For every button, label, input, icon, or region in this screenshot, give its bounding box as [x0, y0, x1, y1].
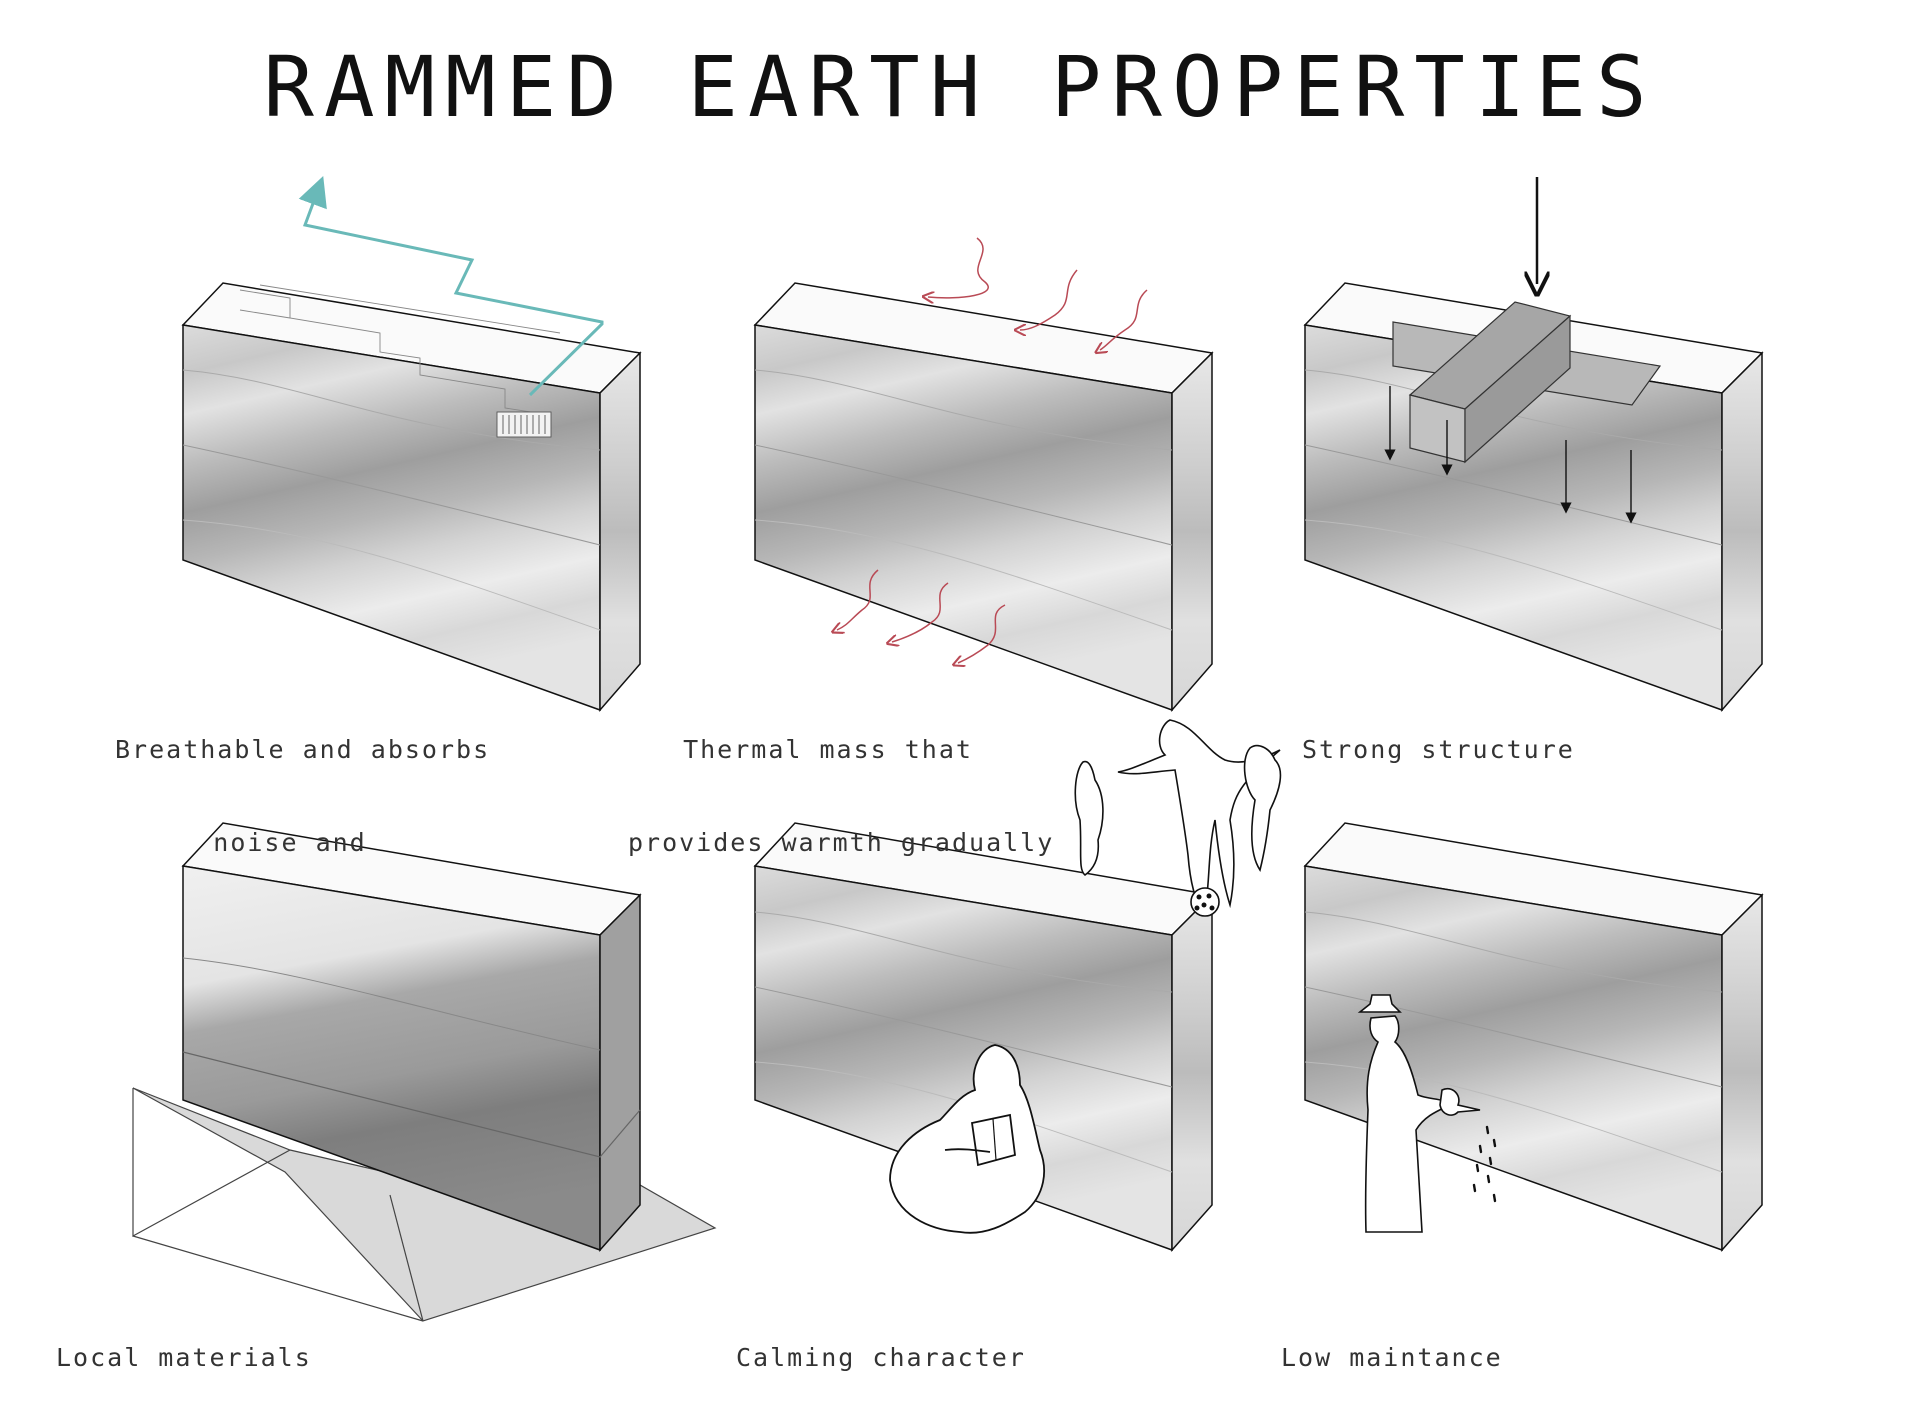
caption-thermal-mass: Thermal mass that provides warmth gradua… — [628, 672, 1028, 889]
panel-strong-structure — [1305, 177, 1762, 710]
caption-low-maintance: Low maintance — [1281, 1280, 1503, 1404]
panel-breathable — [183, 190, 640, 710]
panel-thermal-mass — [755, 238, 1212, 710]
panel-local-materials — [133, 823, 715, 1321]
wall-block — [183, 283, 640, 710]
caption-calming-character: Calming character — [736, 1280, 1026, 1404]
caption-strong-structure: Strong structure — [1302, 672, 1575, 796]
panel-low-maintance — [1305, 823, 1762, 1250]
caption-breathable: Breathable and absorbs noise and — [115, 672, 465, 889]
caption-local-materials: Local materials — [56, 1280, 312, 1404]
wall-block — [755, 283, 1212, 710]
